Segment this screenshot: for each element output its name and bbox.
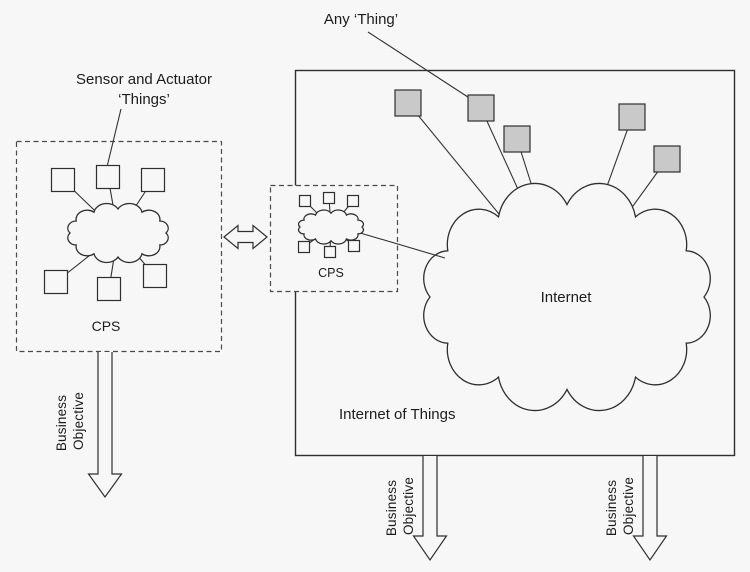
gateway-thing-square xyxy=(298,194,312,208)
gateway-thing-square xyxy=(346,194,360,208)
business-objective-arrow-iot-right xyxy=(632,456,668,562)
cps-gateway-label: CPS xyxy=(318,266,344,280)
gateway-thing-square xyxy=(322,191,336,205)
any-thing-label: Any ‘Thing’ xyxy=(324,11,398,28)
iot-domain: Internet Internet of Things xyxy=(294,31,736,457)
sensor-things-pointer-line xyxy=(105,108,122,172)
sensor-actuator-things xyxy=(43,164,168,302)
business-objective-word: Objective xyxy=(71,392,86,450)
business-objective-arrow-iot-left xyxy=(412,456,448,562)
gateway-things xyxy=(297,191,361,259)
thing-square xyxy=(467,94,495,122)
business-objective-label-iot-left: Business Objective xyxy=(384,476,416,536)
business-objective-label-iot-right: Business Objective xyxy=(604,476,636,536)
sensor-actuator-square xyxy=(140,167,166,193)
sensor-actuator-square xyxy=(43,269,69,295)
sensor-actuator-square xyxy=(142,263,168,289)
cps-iot-double-arrow xyxy=(223,224,268,250)
business-objective-word: Objective xyxy=(621,477,636,535)
cps-network-cloud xyxy=(67,203,169,263)
business-objective-arrow-cps xyxy=(87,352,123,499)
thing-square xyxy=(653,145,681,173)
cps-gateway: CPS xyxy=(269,184,446,293)
thing-square xyxy=(394,89,422,117)
cps-gateway-cloud xyxy=(298,209,364,245)
things xyxy=(394,89,681,173)
iot-label: Internet of Things xyxy=(339,406,455,423)
sensor-things-label-line2: ‘Things’ xyxy=(118,91,170,108)
gateway-thing-square xyxy=(297,240,311,254)
business-objective-word: Business xyxy=(384,480,399,536)
sensor-actuator-square xyxy=(50,167,76,193)
sensor-things-label-line1: Sensor and Actuator xyxy=(76,71,212,88)
business-objective-label-cps: Business Objective xyxy=(54,391,86,451)
any-thing-pointer-line xyxy=(367,31,475,102)
gateway-thing-square xyxy=(347,239,361,253)
business-objective-word: Objective xyxy=(401,477,416,535)
business-objective-word: Business xyxy=(54,395,69,451)
sensor-actuator-square xyxy=(95,164,121,190)
internet-label: Internet xyxy=(541,289,593,306)
cps-system: CPS xyxy=(15,108,223,353)
gateway-thing-square xyxy=(323,245,337,259)
business-objective-word: Business xyxy=(604,480,619,536)
cps-label: CPS xyxy=(92,318,121,334)
thing-square xyxy=(618,103,646,131)
thing-square xyxy=(503,125,531,153)
sensor-actuator-square xyxy=(96,276,122,302)
